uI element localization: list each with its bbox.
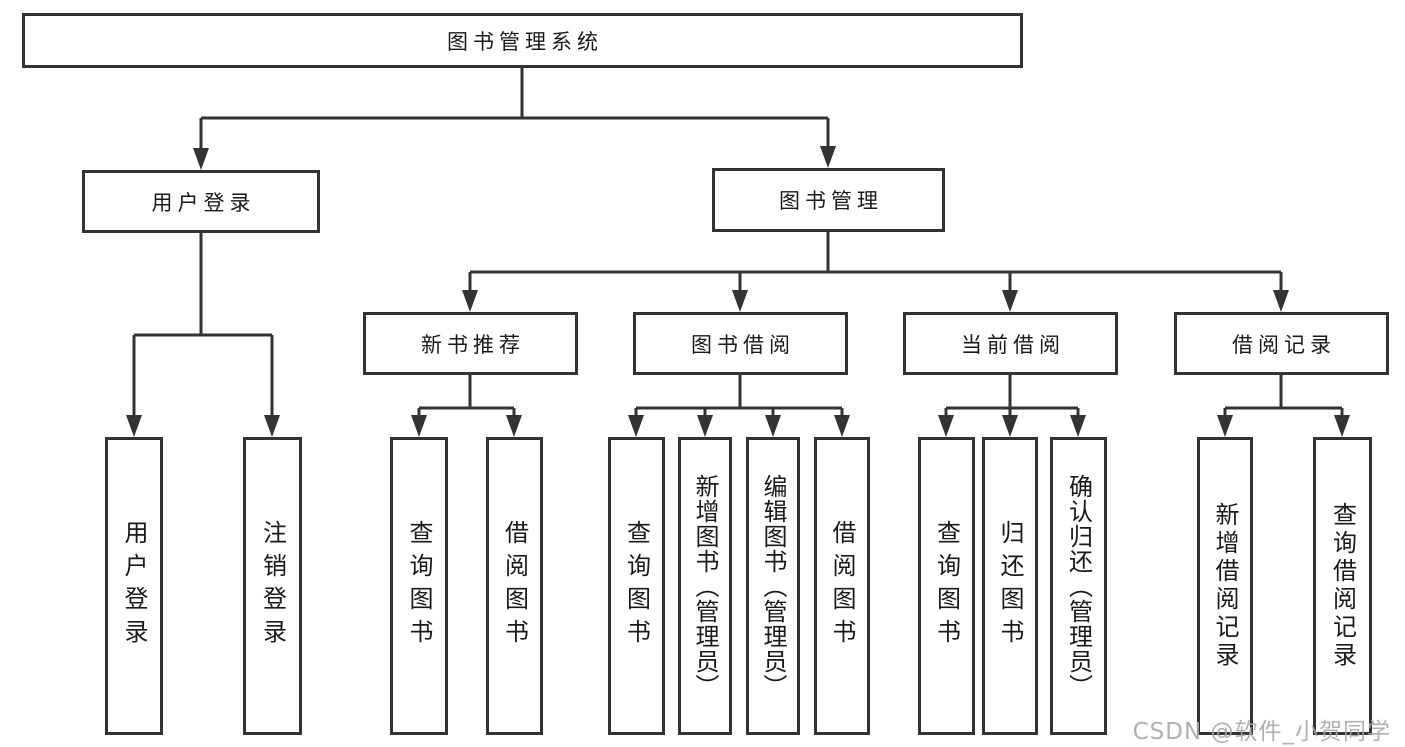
node-label: 新增图书（管理员）: [691, 473, 719, 699]
node-current-borrowing: 当前借阅: [903, 312, 1118, 375]
connector-current-to-leaves: [944, 375, 1080, 417]
arrow-down-icon: [506, 415, 522, 437]
node-new-book-recommend: 新书推荐: [363, 312, 578, 375]
connector-recommend-to-leaves: [417, 375, 516, 417]
arrow-down-icon: [697, 415, 713, 437]
arrow-down-icon: [1002, 290, 1018, 312]
leaf-query-books-recommend: 查询图书: [390, 437, 448, 735]
arrow-down-icon: [1070, 415, 1086, 437]
arrow-down-icon: [765, 415, 781, 437]
node-label: 图书管理系统: [447, 29, 603, 54]
node-library-management-system: 图书管理系统: [22, 13, 1023, 68]
node-label: 查询图书: [932, 520, 961, 652]
leaf-add-books-admin: 新增图书（管理员）: [678, 437, 732, 735]
connector-userlogin-to-leaves: [132, 233, 274, 417]
arrow-down-icon: [1002, 415, 1018, 437]
arrow-down-icon: [628, 415, 644, 437]
node-label: 归还图书: [996, 520, 1024, 652]
node-label: 用户登录: [120, 520, 148, 652]
node-borrowing-records: 借阅记录: [1174, 312, 1389, 375]
arrow-down-icon: [126, 415, 142, 437]
node-label: 查询图书: [622, 520, 651, 652]
node-label: 借阅图书: [828, 520, 856, 652]
arrow-down-icon: [834, 415, 850, 437]
leaf-edit-books-admin: 编辑图书（管理员）: [746, 437, 800, 735]
arrow-down-icon: [1217, 415, 1233, 437]
arrowhead-icons: [126, 146, 1350, 437]
node-label: 查询图书: [405, 520, 433, 652]
node-label: 新增借阅记录: [1211, 502, 1239, 670]
arrow-down-icon: [732, 290, 748, 312]
node-label: 确认归还（管理员）: [1064, 473, 1093, 699]
connector-records-to-leaves: [1223, 375, 1344, 417]
leaf-confirm-return-admin: 确认归还（管理员）: [1050, 437, 1107, 735]
leaf-borrow-books-recommend: 借阅图书: [486, 437, 543, 735]
leaf-query-borrow-record: 查询借阅记录: [1313, 437, 1372, 735]
connector-borrowing-to-leaves: [634, 375, 844, 417]
leaf-borrow-books-borrowing: 借阅图书: [814, 437, 870, 735]
arrow-down-icon: [193, 148, 209, 170]
node-label: 当前借阅: [961, 332, 1065, 357]
node-label: 查询借阅记录: [1328, 502, 1357, 670]
leaf-logout: 注销登录: [243, 437, 302, 735]
arrow-down-icon: [462, 290, 478, 312]
leaf-query-books-current: 查询图书: [918, 437, 975, 735]
node-user-login: 用户登录: [82, 170, 320, 233]
arrow-down-icon: [411, 415, 427, 437]
arrow-down-icon: [938, 415, 954, 437]
leaf-query-books-borrowing: 查询图书: [608, 437, 665, 735]
node-label: 注销登录: [258, 520, 287, 652]
node-label: 借阅图书: [500, 520, 529, 652]
node-label: 图书管理: [779, 189, 883, 213]
leaf-user-login: 用户登录: [105, 437, 163, 735]
node-book-borrowing: 图书借阅: [633, 312, 848, 375]
leaf-return-books: 归还图书: [982, 437, 1038, 735]
node-label: 用户登录: [151, 190, 256, 215]
arrow-down-icon: [1273, 290, 1289, 312]
node-label: 编辑图书（管理员）: [759, 473, 787, 699]
arrow-down-icon: [264, 415, 280, 437]
node-book-management: 图书管理: [712, 168, 945, 232]
node-label: 新书推荐: [421, 332, 525, 357]
arrow-down-icon: [1334, 415, 1350, 437]
connector-root-to-level2: [199, 68, 830, 150]
node-label: 图书借阅: [691, 332, 795, 357]
arrow-down-icon: [820, 146, 836, 168]
connector-bookmgmt-to-level3: [468, 232, 1283, 292]
node-label: 借阅记录: [1232, 332, 1336, 357]
watermark-text: CSDN @软件_小贺同学: [1132, 719, 1391, 745]
leaf-add-borrow-record: 新增借阅记录: [1197, 437, 1253, 735]
